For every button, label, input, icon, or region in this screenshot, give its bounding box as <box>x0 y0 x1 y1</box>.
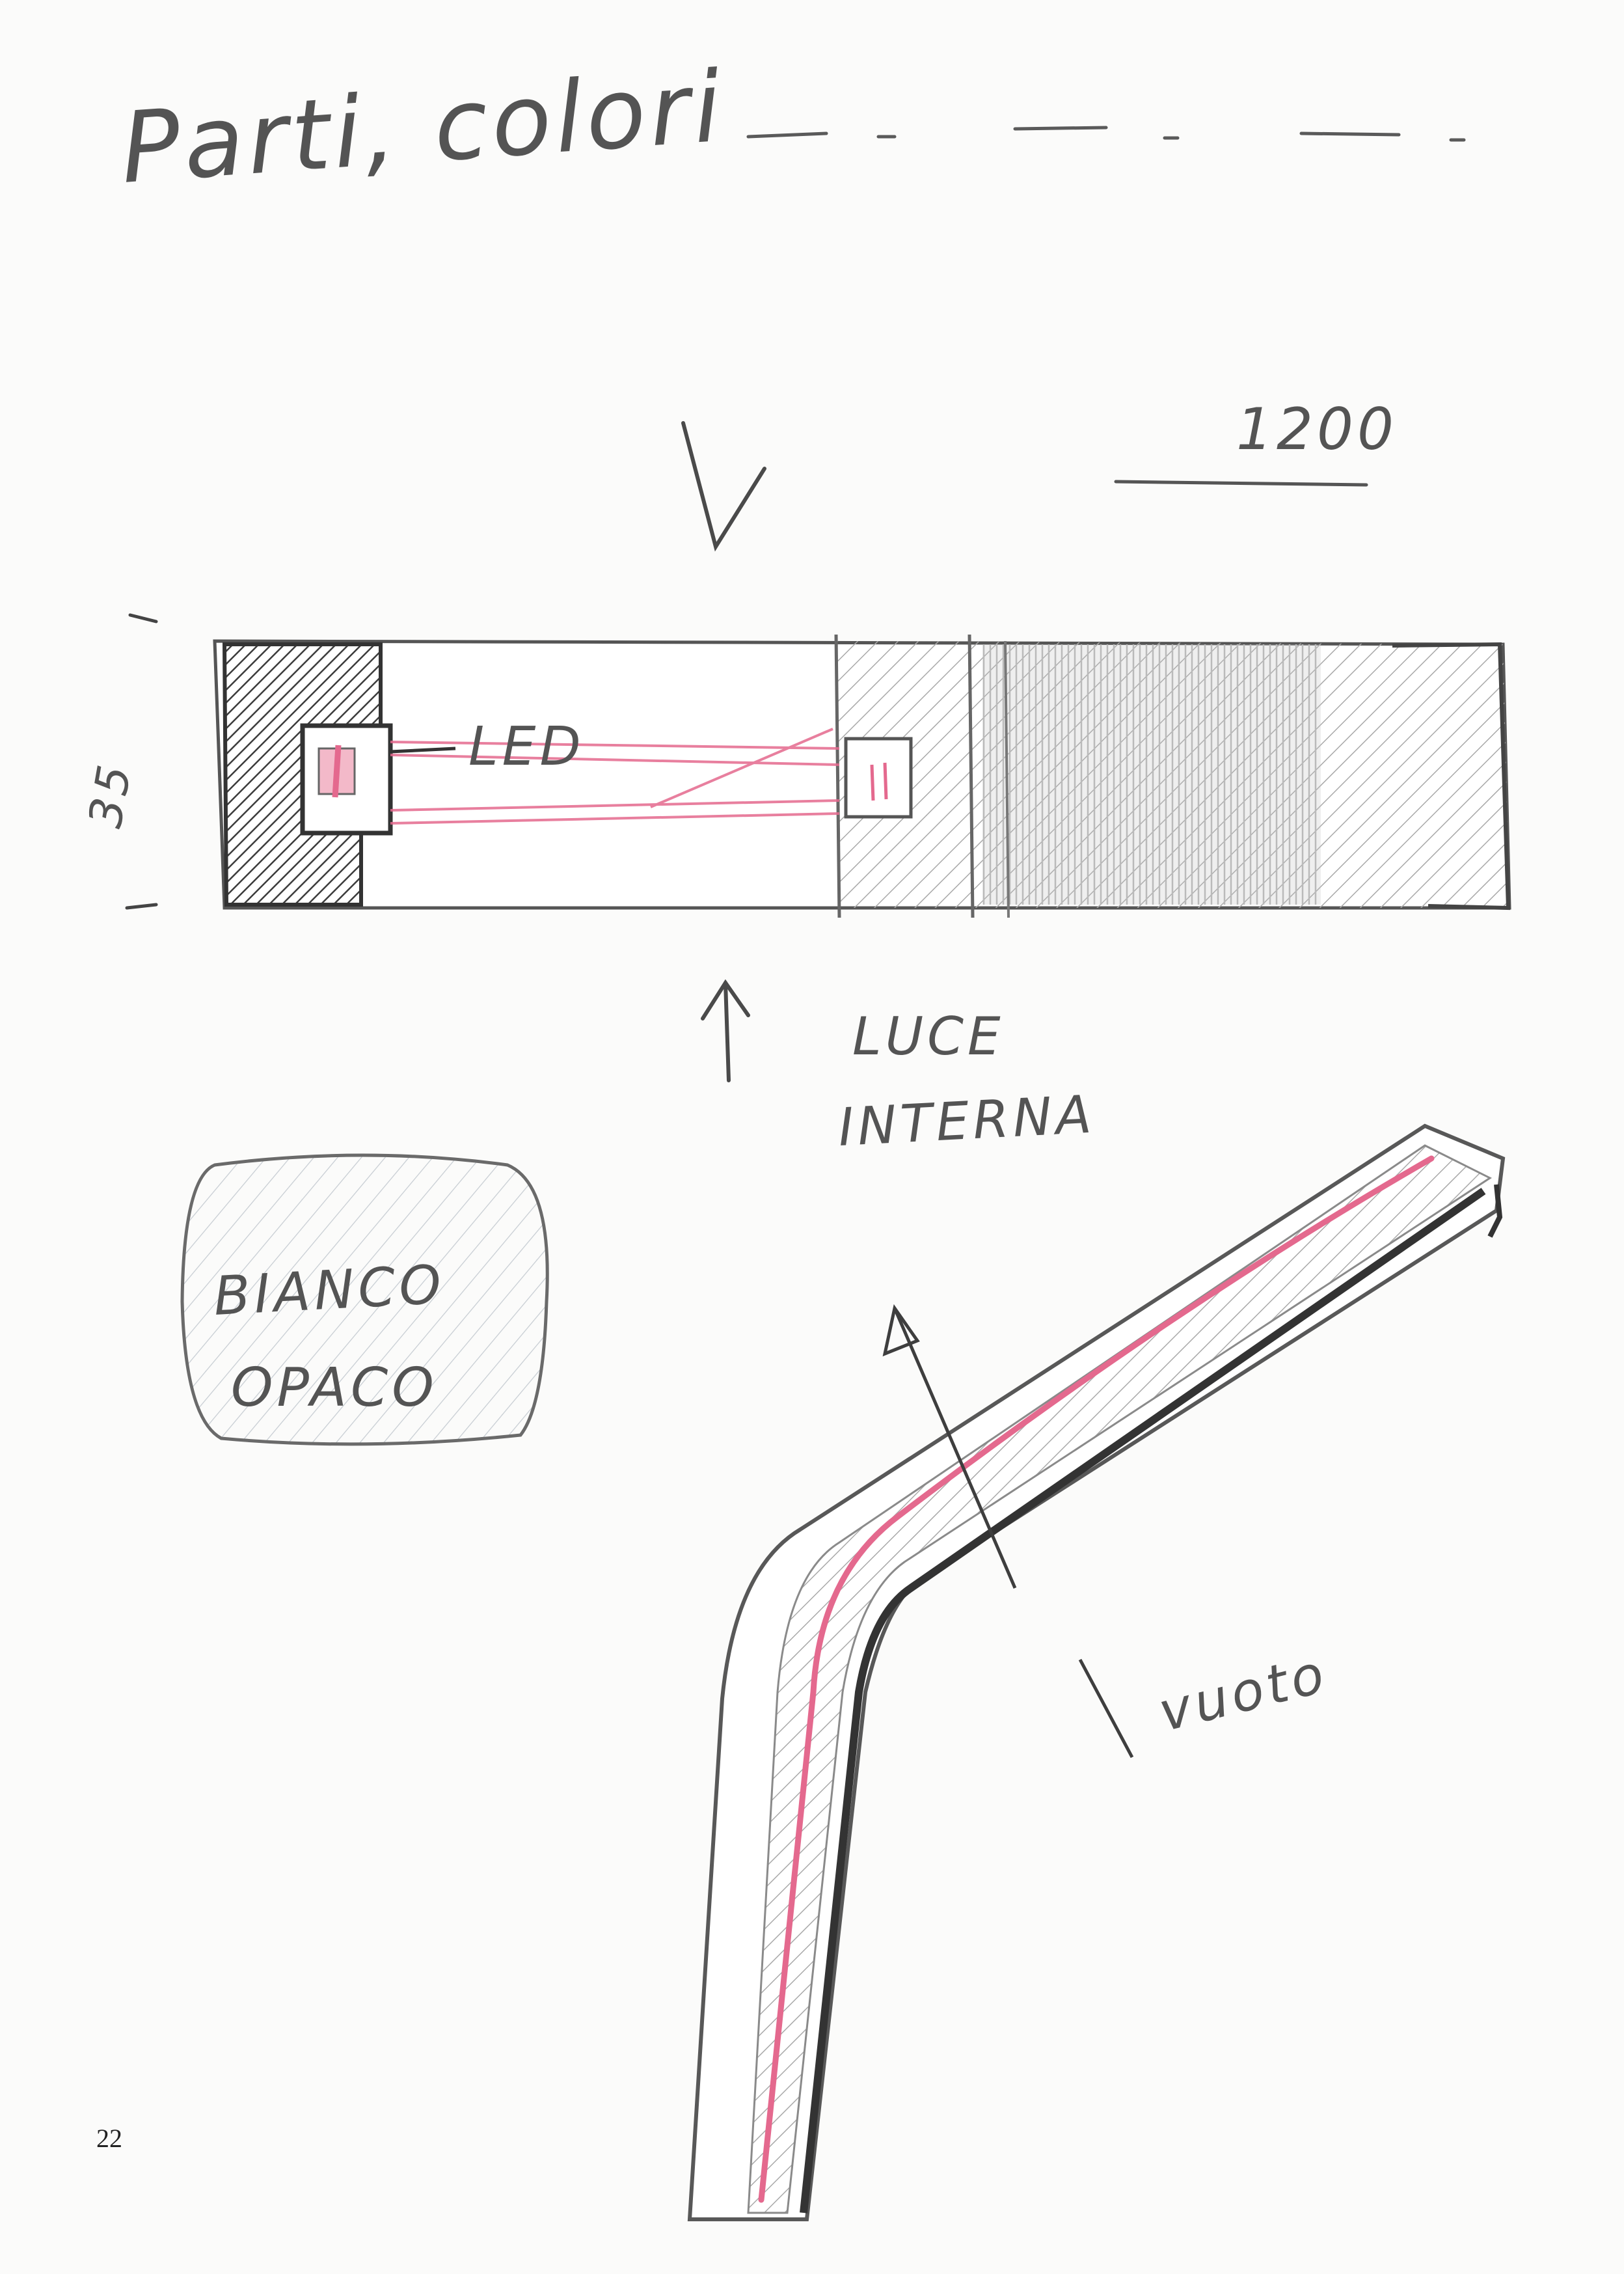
sketch-title: Parti, colori <box>117 51 728 206</box>
hollow-label: vuoto <box>1153 1643 1334 1744</box>
height-label: 35 <box>78 758 142 832</box>
height-dimension <box>125 613 158 910</box>
light-label-line2: INTERNA <box>837 1084 1096 1158</box>
title-dash-line <box>746 126 1466 142</box>
finish-label-line1: BIANCO <box>212 1253 446 1327</box>
scale-label: 1200 <box>1236 396 1398 463</box>
curved-profile <box>687 1123 1506 2221</box>
finish-label-line2: OPACO <box>231 1357 438 1419</box>
light-label-line1: LUCE <box>852 1006 1005 1067</box>
arrow-up-icon <box>701 979 750 1082</box>
cross-section <box>213 634 1511 918</box>
finish-swatch <box>180 1153 549 1446</box>
arrow-down-icon <box>681 421 766 552</box>
page-number: 22 <box>96 2124 122 2153</box>
led-label: LED <box>468 716 585 778</box>
scale-line <box>1114 480 1368 487</box>
